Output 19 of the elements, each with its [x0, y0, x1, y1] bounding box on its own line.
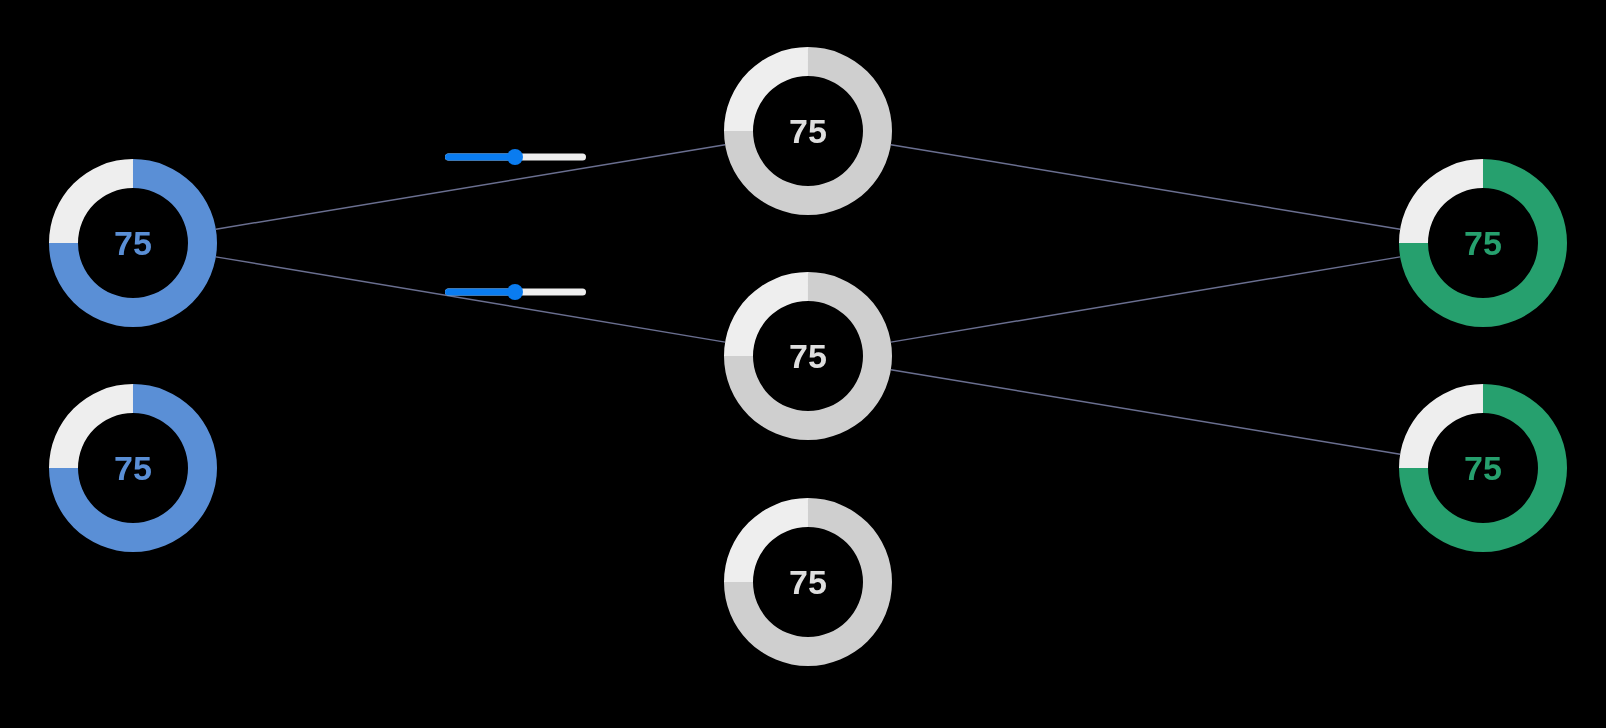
connector-line	[890, 256, 1401, 343]
value-text: 75	[1463, 448, 1503, 489]
value-text: 75	[1463, 223, 1503, 264]
value-text: 75	[113, 448, 153, 489]
donut-node	[1399, 384, 1567, 552]
donut-node	[724, 47, 892, 215]
value-text: 75	[788, 562, 828, 603]
donut-node	[724, 498, 892, 666]
connector-line	[215, 256, 726, 343]
donut-node	[724, 272, 892, 440]
value-text: 75	[113, 223, 153, 264]
connector-line	[890, 369, 1401, 455]
value-text: 75	[788, 336, 828, 377]
donut-node	[1399, 159, 1567, 327]
connector-line	[215, 144, 726, 230]
value-text: 75	[788, 111, 828, 152]
donut-node	[49, 384, 217, 552]
donut-node	[49, 159, 217, 327]
connector-line	[890, 144, 1401, 230]
